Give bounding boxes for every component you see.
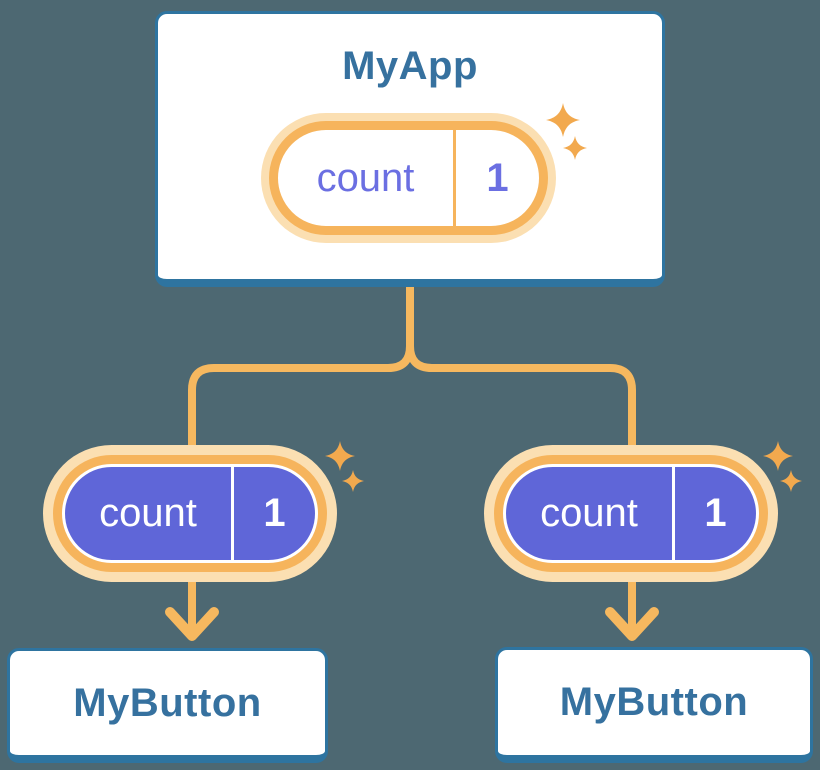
arrow-down-icon: [165, 607, 219, 641]
pill-divider: [453, 130, 456, 226]
pill-divider: [231, 467, 234, 560]
sparkle-icon: [546, 103, 580, 137]
sparkle-icon: [780, 470, 802, 492]
component-title: MyButton: [73, 680, 262, 725]
state-pill-ring: count 1: [494, 455, 768, 572]
component-title: MyButton: [559, 680, 749, 724]
arrow-down-icon: [605, 607, 659, 641]
state-pill-ring: count 1: [269, 121, 548, 235]
state-name: count: [540, 491, 638, 535]
sparkle-icon: [342, 470, 364, 492]
pill-divider: [672, 467, 675, 560]
connector-branch-right: [406, 280, 636, 466]
state-pill-ring: count 1: [53, 455, 327, 572]
state-value: 1: [486, 155, 509, 200]
sparkle-icon: [325, 441, 355, 471]
state-pill-child-left: count 1: [43, 445, 337, 582]
component-title: MyApp: [342, 44, 478, 88]
state-name: count: [99, 491, 197, 535]
component-card-child-left: MyButton: [7, 648, 328, 763]
sparkle-icon: [763, 441, 793, 471]
state-pill-core: count 1: [65, 467, 315, 560]
component-card-child-right: MyButton: [495, 647, 813, 763]
state-pill-root: count 1: [261, 113, 556, 243]
state-pill-child-right: count 1: [484, 445, 778, 582]
state-name: count: [316, 155, 415, 200]
sparkle-icon: [563, 136, 587, 160]
state-value: 1: [704, 491, 727, 535]
state-pill-core: count 1: [506, 467, 756, 560]
connector-branch-left: [188, 280, 414, 466]
state-value: 1: [263, 491, 286, 535]
